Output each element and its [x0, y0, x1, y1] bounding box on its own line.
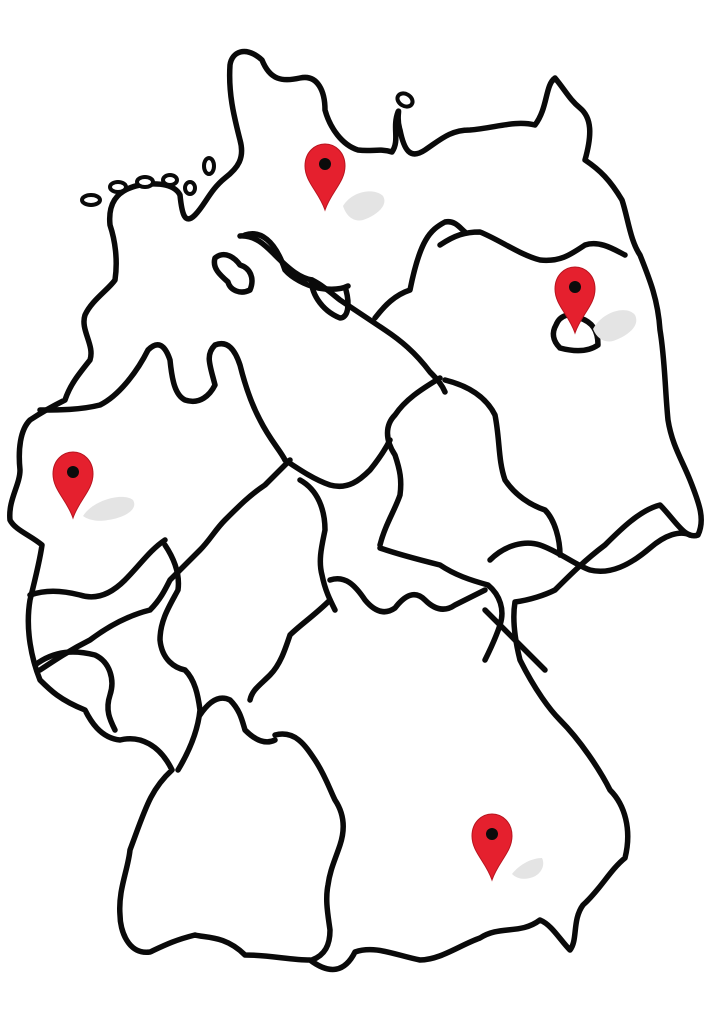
island: [161, 173, 179, 187]
island: [80, 193, 102, 207]
pin-dot: [319, 158, 331, 170]
map-pin-icon: [554, 266, 596, 335]
island: [108, 180, 128, 194]
pin-dot: [486, 828, 498, 840]
bremen-outline: [211, 251, 255, 295]
country-outline: [7, 48, 704, 973]
island: [183, 180, 197, 196]
pin-dot: [569, 281, 581, 293]
state-borders: [27, 218, 693, 963]
island: [202, 156, 216, 176]
island: [135, 175, 155, 189]
pin-shadow: [343, 191, 385, 221]
map-pin-icon: [471, 813, 513, 882]
pin-cologne[interactable]: [52, 451, 135, 521]
pin-shadow: [593, 310, 637, 342]
pin-hamburg[interactable]: [304, 143, 385, 221]
pin-shadow: [83, 496, 135, 521]
pin-munich[interactable]: [471, 813, 544, 882]
map-pin-icon: [304, 143, 346, 212]
map-pin-icon: [52, 451, 94, 520]
pin-berlin[interactable]: [554, 266, 637, 342]
island: [395, 91, 415, 109]
pin-shadow: [512, 858, 544, 879]
pin-dot: [67, 466, 79, 478]
